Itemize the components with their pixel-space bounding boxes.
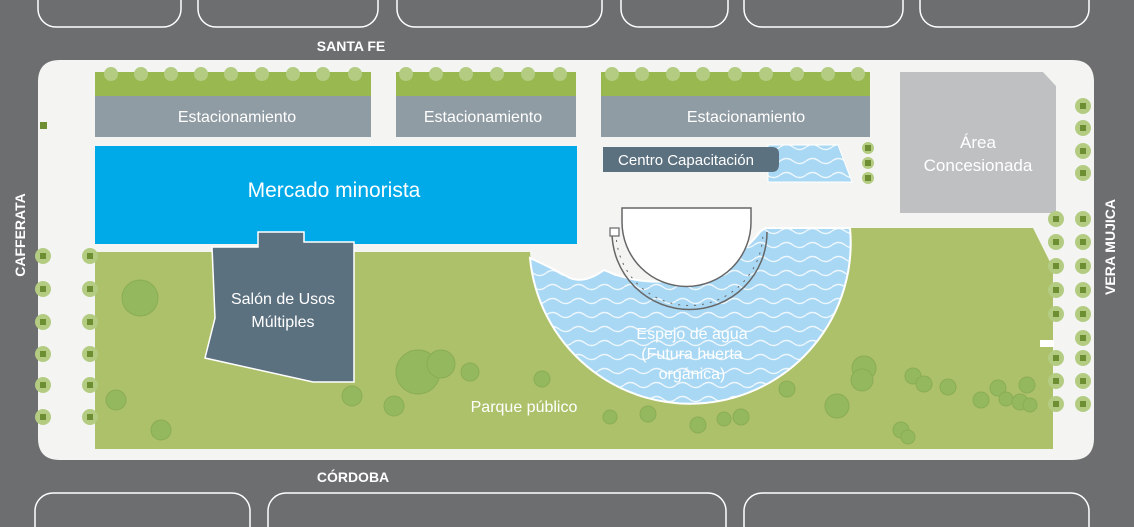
multipurpose-label-1: Salón de Usos [231,291,335,308]
park-trees [105,279,1038,445]
parking-label-1: Estacionamiento [178,109,296,126]
multipurpose-label-2: Múltiples [251,314,314,331]
water-label-1: Espejo de agua [636,326,747,343]
parking-hedges [95,72,870,96]
parking-label-2: Estacionamiento [424,109,542,126]
street-cafferata: CAFFERATA [12,193,28,276]
street-cordoba: CÓRDOBA [317,468,389,485]
neighbour-blocks [34,0,1090,527]
concession-label-1: Área [960,133,996,152]
retail-market [95,146,577,244]
multipurpose-hall [204,231,355,383]
street-santa-fe: SANTA FE [317,38,385,54]
parking-label-3: Estacionamiento [687,109,805,126]
concession-label-2: Concesionada [924,156,1033,175]
training-center [603,147,779,172]
park-label: Parque público [471,399,578,416]
water-label-3: orgánica) [659,366,726,383]
hedge-trees [104,67,865,81]
training-center-label: Centro Capacitación [618,152,754,169]
street-vera-mujica: VERA MUJICA [1102,199,1118,295]
amphitheatre [609,207,768,311]
concession-area [900,72,1056,213]
retail-market-label: Mercado minorista [248,179,421,202]
east-entrance [1040,340,1054,347]
water-label-2: (Futura huerta [641,346,742,363]
parking-lots [95,96,870,137]
